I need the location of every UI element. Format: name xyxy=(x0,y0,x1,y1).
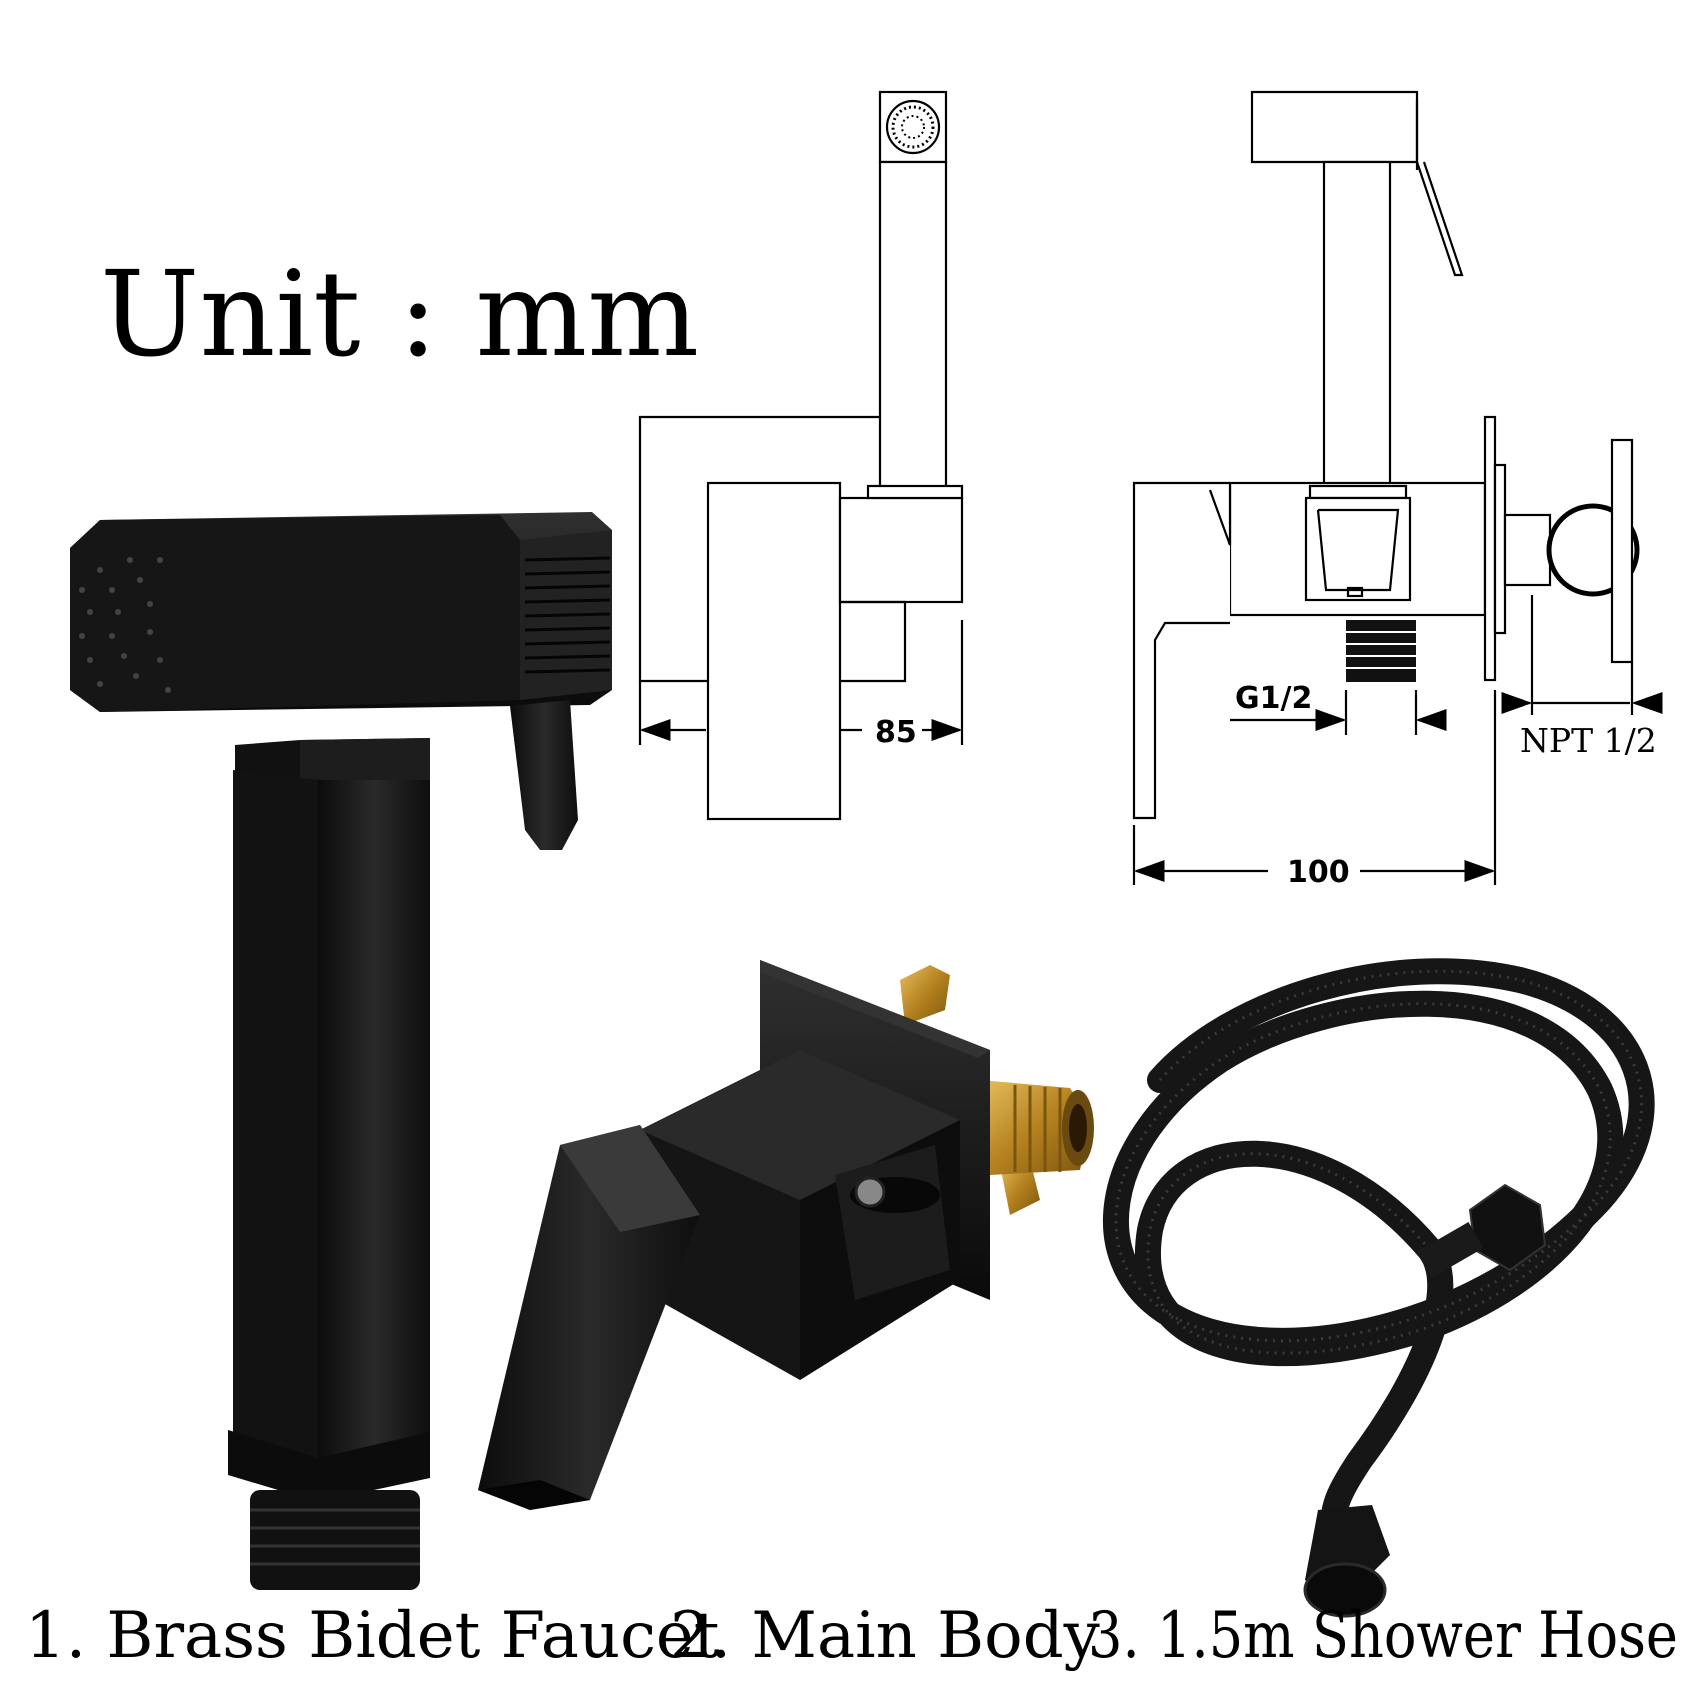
caption-main-body: 2. Main Body xyxy=(670,1599,1100,1673)
dim-side-width: 85 xyxy=(875,715,917,750)
side-view-drawing: 85 xyxy=(638,90,964,821)
dim-thread-inlet: NPT 1/2 xyxy=(1520,721,1657,760)
main-body-photo xyxy=(478,960,1094,1510)
outlet-thread xyxy=(1346,620,1416,682)
front-view-drawing: G1/2 NPT 1/2 100 xyxy=(1132,90,1663,890)
caption-shower-hose: 3. 1.5m Shower Hose xyxy=(1088,1599,1678,1673)
unit-title: Unit : mm xyxy=(100,245,699,383)
caption-bidet-faucet: 1. Brass Bidet Faucet xyxy=(25,1599,720,1673)
shower-hose-photo xyxy=(1103,958,1655,1618)
dim-front-width: 100 xyxy=(1287,855,1350,890)
bidet-sprayer-photo xyxy=(70,512,612,1590)
dim-thread-outlet: G1/2 xyxy=(1235,681,1312,716)
